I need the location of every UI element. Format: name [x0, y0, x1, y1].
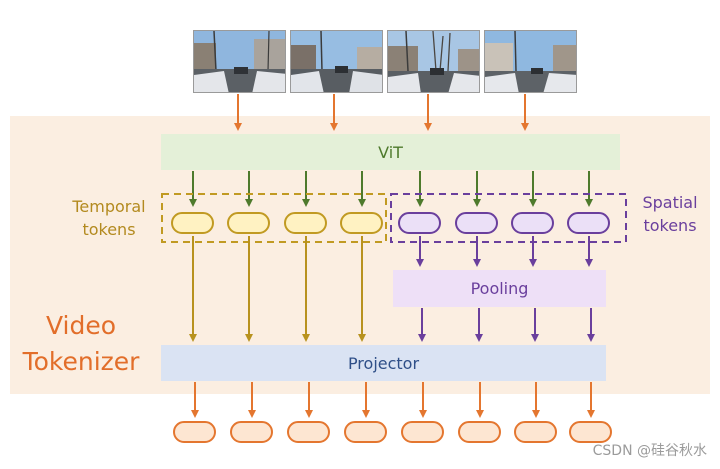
- pooling-label: Pooling: [470, 279, 529, 298]
- projector-block: Projector: [161, 345, 606, 381]
- vit-label: ViT: [378, 142, 403, 162]
- pooling-block: Pooling: [393, 270, 606, 307]
- spatial-label-line-1: Spatial: [642, 193, 698, 212]
- tokenizer-label-line-2: Tokenizer: [22, 347, 140, 376]
- video-frame-2: [290, 30, 383, 93]
- watermark: CSDN @硅谷秋水: [592, 443, 707, 459]
- output-token: [230, 421, 273, 443]
- video-frame-4: [484, 30, 577, 93]
- output-token: [173, 421, 216, 443]
- output-token: [514, 421, 557, 443]
- spatial-token: [511, 212, 554, 234]
- temporal-token: [284, 212, 327, 234]
- temporal-token: [227, 212, 270, 234]
- output-token: [569, 421, 612, 443]
- tokenizer-label-line-1: Video: [45, 311, 117, 340]
- temporal-token: [340, 212, 383, 234]
- output-token: [458, 421, 501, 443]
- output-token: [287, 421, 330, 443]
- spatial-token: [398, 212, 441, 234]
- video-tokenizer-label: Video Tokenizer: [16, 308, 146, 380]
- temporal-token: [171, 212, 214, 234]
- vit-block: ViT: [161, 134, 620, 170]
- spatial-label-line-2: tokens: [643, 216, 697, 235]
- output-token: [401, 421, 444, 443]
- temporal-tokens-label: Temporal tokens: [64, 195, 154, 241]
- spatial-group-outline: [390, 193, 627, 243]
- temporal-label-line-2: tokens: [82, 220, 136, 239]
- video-frame-1: [193, 30, 286, 93]
- spatial-token: [567, 212, 610, 234]
- projector-label: Projector: [347, 353, 420, 373]
- spatial-token: [455, 212, 498, 234]
- output-token: [344, 421, 387, 443]
- video-frame-3: [387, 30, 480, 93]
- spatial-tokens-label: Spatial tokens: [634, 191, 706, 237]
- temporal-label-line-1: Temporal: [72, 197, 146, 216]
- temporal-group-outline: [161, 193, 387, 243]
